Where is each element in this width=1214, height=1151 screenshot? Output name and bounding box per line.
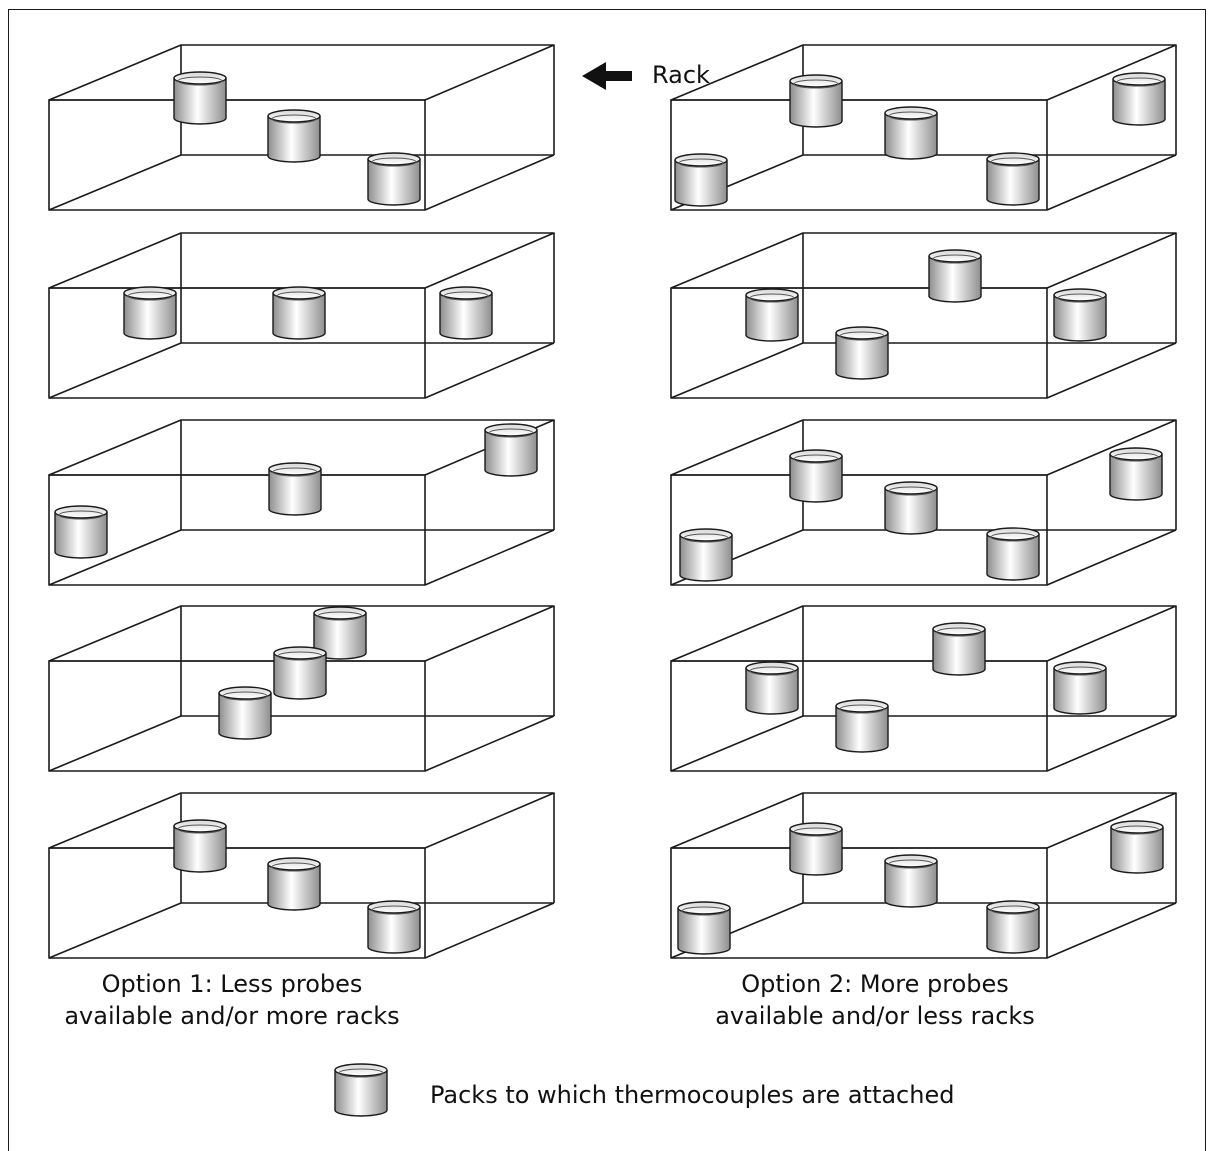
- pack-option-2-row-3-5: [1109, 447, 1163, 501]
- pack-option-2-row-2-3: [835, 326, 889, 380]
- rack-option-2-row-2: [670, 232, 1177, 399]
- rack-option-1-row-3: [48, 419, 555, 586]
- pack-option-1-row-2-2: [272, 286, 326, 340]
- pack-option-2-row-1-1: [789, 74, 843, 128]
- pack-option-2-row-3-4: [679, 528, 733, 582]
- rack-option-1-row-4: [48, 605, 555, 772]
- pack-option-2-row-4-3: [835, 699, 889, 753]
- legend-label: Packs to which thermocouples are attache…: [430, 1081, 955, 1109]
- option-1-caption: Option 1: Less probes available and/or m…: [12, 968, 452, 1032]
- pack-option-1-row-2-1: [123, 286, 177, 340]
- pack-option-2-row-3-1: [789, 449, 843, 503]
- pack-option-2-row-1-5: [1112, 72, 1166, 126]
- pack-option-2-row-3-3: [986, 527, 1040, 581]
- frame-border: [8, 9, 1206, 1151]
- pack-option-2-row-5-1: [789, 822, 843, 876]
- pack-option-2-row-1-4: [674, 153, 728, 207]
- pack-option-2-row-1-2: [884, 106, 938, 160]
- pack-option-2-row-2-1: [928, 249, 982, 303]
- pack-option-1-row-3-1: [54, 505, 108, 559]
- pack-option-2-row-4-1: [932, 622, 986, 676]
- pack-option-1-row-4-3: [218, 686, 272, 740]
- pack-option-1-row-4-1: [313, 606, 367, 660]
- pack-option-2-row-2-4: [1053, 288, 1107, 342]
- racks-layer: [48, 44, 1177, 1117]
- pack-option-2-row-1-3: [986, 152, 1040, 206]
- rack-option-2-row-5: [670, 792, 1177, 959]
- rack-option-1-row-5: [48, 792, 555, 959]
- pack-option-1-row-1-1: [173, 71, 227, 125]
- rack-arrow-icon: [582, 62, 632, 90]
- pack-option-2-row-2-2: [745, 288, 799, 342]
- pack-option-1-row-3-2: [268, 462, 322, 516]
- pack-option-2-row-5-5: [1110, 820, 1164, 874]
- rack-option-1-row-2: [48, 232, 555, 399]
- rack-label: Rack: [652, 61, 710, 89]
- pack-option-2-row-5-2: [884, 854, 938, 908]
- option-1-caption-line-2: available and/or more racks: [64, 1002, 400, 1030]
- pack-option-2-row-3-2: [884, 481, 938, 535]
- pack-option-1-row-1-3: [367, 152, 421, 206]
- legend-pack-icon: [334, 1063, 388, 1117]
- pack-option-2-row-5-3: [986, 900, 1040, 954]
- pack-option-1-row-4-2: [273, 646, 327, 700]
- pack-option-2-row-4-2: [745, 661, 799, 715]
- option-2-caption-line-2: available and/or less racks: [715, 1002, 1035, 1030]
- pack-option-2-row-5-4: [677, 901, 731, 955]
- pack-option-1-row-2-3: [439, 286, 493, 340]
- option-1-caption-line-1: Option 1: Less probes: [101, 970, 363, 998]
- pack-option-1-row-5-1: [173, 819, 227, 873]
- pack-option-1-row-5-2: [267, 857, 321, 911]
- pack-option-1-row-5-3: [367, 900, 421, 954]
- option-2-caption: Option 2: More probes available and/or l…: [655, 968, 1095, 1032]
- option-2-caption-line-1: Option 2: More probes: [741, 970, 1009, 998]
- pack-option-1-row-1-2: [267, 109, 321, 163]
- rack-option-2-row-4: [670, 605, 1177, 772]
- pack-option-1-row-3-3: [484, 423, 538, 477]
- pack-option-2-row-4-4: [1053, 661, 1107, 715]
